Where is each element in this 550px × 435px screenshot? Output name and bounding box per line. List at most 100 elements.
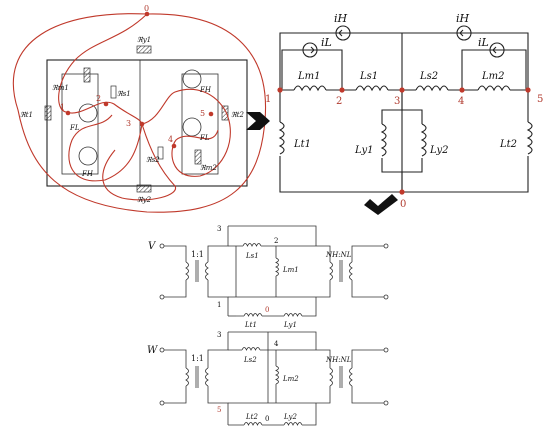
w-label-ly2: Ly2 xyxy=(283,413,297,421)
flux-loop-right xyxy=(141,88,231,177)
eq-current-source-il-left xyxy=(302,42,318,58)
mmf-source-fl-right xyxy=(182,117,202,137)
w-primary-leads xyxy=(164,349,187,404)
reluctance-bottom-block xyxy=(136,184,152,193)
w-node-5-label: 5 xyxy=(217,406,221,414)
mc-label-ry2: ℜy2 xyxy=(137,196,152,204)
w-label-lm2: Lm2 xyxy=(282,375,299,383)
w-inductor-lt2 xyxy=(243,422,263,426)
eq-il-left-loop xyxy=(281,49,343,90)
w-port-terminal-bottom xyxy=(159,400,165,406)
mc-node-3-label: 3 xyxy=(126,119,131,128)
reluctance-right-block xyxy=(221,105,229,121)
v-secondary-leads xyxy=(207,226,229,316)
w-port-terminal-top xyxy=(159,347,165,353)
v-inductor-lt1 xyxy=(243,313,263,317)
eq-inductor-lt1 xyxy=(278,121,285,155)
v-right-secondary-winding xyxy=(349,261,353,281)
reluctance-left-block xyxy=(44,105,52,121)
eq-inductor-lm2 xyxy=(477,85,511,92)
eq-inductor-lt2 xyxy=(526,121,533,155)
v-node-2-label: 2 xyxy=(274,237,278,245)
eq-current-source-il-right xyxy=(489,42,505,58)
mc-label-rs2: ℜs2 xyxy=(146,156,160,164)
eq-label-ly1: Ly1 xyxy=(354,145,373,156)
eq-inductor-ls1 xyxy=(355,85,389,92)
mc-node-2-label: 2 xyxy=(96,94,101,103)
mc-label-ry1: ℜy1 xyxy=(137,36,151,44)
v-label-lm1: Lm1 xyxy=(282,266,299,274)
arrow-right-icon xyxy=(246,112,270,130)
v-ratio-label: 1:1 xyxy=(191,250,204,259)
mmf-source-fh-left xyxy=(78,146,98,166)
v-bottom-rail xyxy=(228,296,317,317)
w-port-label: W xyxy=(147,345,158,356)
v-right-terminal-top xyxy=(383,243,389,249)
w-ratio-label: 1:1 xyxy=(191,354,204,363)
mc-label-rt1: ℜt1 xyxy=(20,111,33,119)
v-right-primary-leads xyxy=(316,245,331,298)
mc-label-fl-left: FL xyxy=(69,124,80,132)
eq-label-il-left: iL xyxy=(321,36,332,49)
mc-label-fl-right: FL xyxy=(199,134,210,142)
mc-node-5-dot xyxy=(208,111,214,117)
flux-loop-left xyxy=(58,13,148,182)
w-inductor-ly2 xyxy=(283,422,303,426)
eq-inductor-ly2 xyxy=(420,123,427,157)
mc-node-5-label: 5 xyxy=(200,109,205,118)
eq-node-5-label: 5 xyxy=(537,94,543,105)
model-w-section: 1:1 NH:NL W 3 4 5 0 xyxy=(147,331,389,429)
eq-current-source-ih-left-arrow xyxy=(338,29,347,37)
v-primary-winding xyxy=(185,261,189,281)
mc-label-fh-right: FH xyxy=(199,86,212,94)
w-secondary-leads xyxy=(207,332,229,425)
eq-current-source-il-left-arrow xyxy=(306,46,315,54)
eq-inductor-ls2 xyxy=(415,85,449,92)
eq-inductor-ly1 xyxy=(380,123,387,157)
w-bottom-rails xyxy=(228,402,317,426)
core-right-window xyxy=(181,73,219,175)
eq-node-1-dot xyxy=(277,87,283,93)
v-label-lt1: Lt1 xyxy=(244,321,257,329)
w-node-4-label: 4 xyxy=(274,340,279,348)
electrical-model-panel: 1:1 NH:NL V 3 2 xyxy=(147,225,389,429)
mc-node-2-dot xyxy=(103,101,109,107)
eq-inductor-lm1 xyxy=(293,85,327,92)
eq-node-4-label: 4 xyxy=(458,96,464,107)
v-secondary-winding xyxy=(205,261,209,281)
core-outline xyxy=(46,59,248,187)
w-right-secondary-leads xyxy=(351,349,384,404)
eq-node-3-label: 3 xyxy=(394,96,400,107)
v-right-terminal-bottom xyxy=(383,294,389,300)
mc-node-3-dot xyxy=(139,121,145,127)
w-right-ratio-label: NH:NL xyxy=(325,356,352,364)
eq-label-il-right: iL xyxy=(478,36,489,49)
mc-label-rm2: ℜm2 xyxy=(200,164,217,172)
reluctance-m1-block xyxy=(83,67,91,83)
equivalent-circuit-panel: iH iL iH iL Lm1 Ls1 Ls2 Lm2 Lt1 Ly1 Ly2 … xyxy=(265,12,543,210)
eq-node-5-dot xyxy=(525,87,531,93)
eq-outer-wire xyxy=(279,90,529,193)
v-top-rail xyxy=(228,225,317,247)
v-node-3-label: 3 xyxy=(217,225,221,233)
w-label-lt2: Lt2 xyxy=(245,413,258,421)
w-right-terminal-top xyxy=(383,347,389,353)
v-right-primary-winding xyxy=(329,261,333,281)
v-right-secondary-leads xyxy=(351,245,384,298)
eq-node-0-label: 0 xyxy=(400,199,406,210)
w-node-3-label: 3 xyxy=(217,331,221,339)
w-inductor-lm2 xyxy=(275,365,279,385)
eq-current-source-ih-right-arrow xyxy=(459,29,468,37)
eq-current-source-ih-left xyxy=(335,25,351,41)
eq-node-2-dot xyxy=(339,87,345,93)
v-inductor-ly1 xyxy=(283,313,303,317)
eq-label-lm2: Lm2 xyxy=(481,71,505,82)
v-right-ratio-label: NH:NL xyxy=(325,251,352,259)
model-v-section: 1:1 NH:NL V 3 2 xyxy=(148,225,389,329)
eq-node-1-label: 1 xyxy=(265,94,271,105)
mc-node-0-dot xyxy=(144,11,150,17)
eq-current-source-il-right-arrow xyxy=(492,46,501,54)
mmf-source-fl-left xyxy=(78,103,98,123)
v-node-1-label: 1 xyxy=(217,301,221,309)
